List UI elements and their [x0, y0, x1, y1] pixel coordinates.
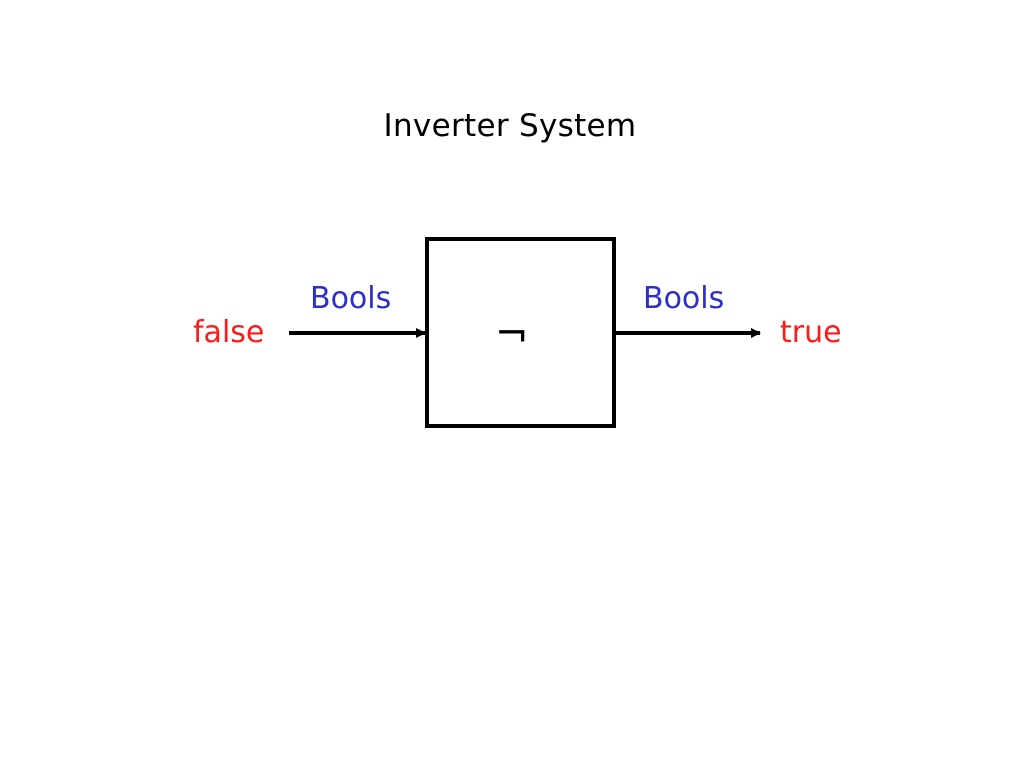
not-operator-symbol: ¬	[495, 311, 529, 357]
input-value: false	[193, 315, 265, 350]
inverter-box	[425, 237, 616, 428]
input-type-label: Bools	[310, 281, 392, 316]
output-type-label: Bools	[643, 281, 725, 316]
slide-title: Inverter System	[383, 108, 637, 144]
output-value: true	[780, 315, 842, 350]
